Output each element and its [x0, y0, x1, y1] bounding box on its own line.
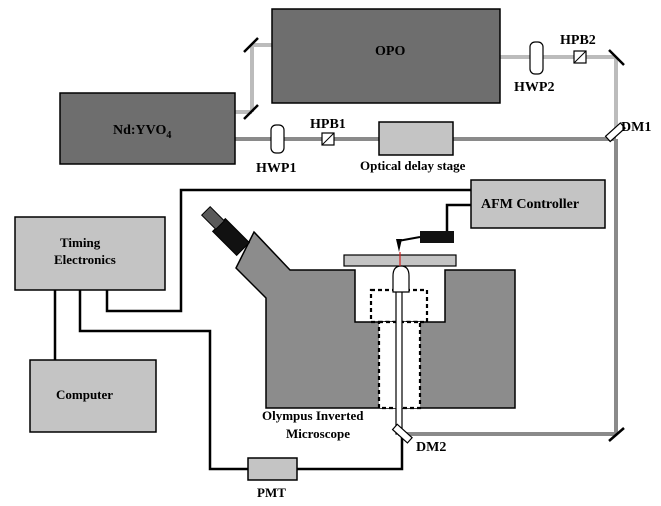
wires	[53, 188, 471, 471]
wire-afm-probe	[445, 203, 471, 232]
opo-box	[271, 8, 501, 104]
dm1-label: DM1	[621, 120, 651, 135]
laser-label: Nd:YVO4	[113, 123, 171, 141]
opo-label: OPO	[375, 44, 405, 59]
hwp1-label: HWP1	[256, 161, 296, 176]
dm2-mirror	[391, 423, 413, 444]
afm-controller-box	[470, 179, 606, 229]
wire-pmt-dm2	[297, 434, 404, 471]
microscope-label-line1: Olympus Inverted	[262, 408, 364, 423]
hpb1-diagonal	[321, 132, 335, 146]
timing-label-line2: Electronics	[54, 252, 116, 267]
mirror-top-left	[243, 37, 259, 53]
pmt-label: PMT	[257, 485, 286, 500]
hwp1-plate	[270, 124, 285, 154]
timing-electronics-box	[14, 216, 166, 291]
pmt-box	[247, 457, 298, 481]
hwp2-label: HWP2	[514, 80, 554, 95]
mirror-bottom-right	[608, 427, 625, 442]
afm-controller-label: AFM Controller	[481, 197, 579, 212]
microscope	[200, 205, 516, 435]
optical-axis	[395, 289, 403, 435]
laser-label-sub: 4	[166, 130, 171, 141]
afm-tip	[396, 239, 402, 252]
hwp2-plate	[529, 41, 544, 75]
mirror-top-right	[608, 49, 625, 66]
camera-lens	[200, 205, 226, 231]
mirror-bottom-left	[243, 104, 259, 120]
hpb1-label: HPB1	[310, 117, 346, 132]
delay-stage-box	[378, 121, 454, 156]
laser-label-main: Nd:YVO	[113, 123, 166, 138]
mirrors	[243, 37, 625, 442]
laser-box	[59, 92, 236, 165]
objective-lens	[392, 265, 410, 293]
computer-box	[29, 359, 157, 433]
afm-probe-holder	[420, 231, 454, 243]
computer-label: Computer	[56, 387, 113, 402]
hpb2-diagonal	[573, 50, 587, 64]
timing-label-line1: Timing	[60, 235, 101, 250]
hpb2-label: HPB2	[560, 33, 596, 48]
wire-timing-pmt	[78, 290, 248, 471]
microscope-label-line2: Microscope	[286, 426, 350, 441]
delay-stage-label: Optical delay stage	[360, 158, 466, 173]
dm2-label: DM2	[416, 440, 446, 455]
dm1-mirror	[604, 122, 626, 143]
wire-timing-afm	[105, 188, 471, 313]
